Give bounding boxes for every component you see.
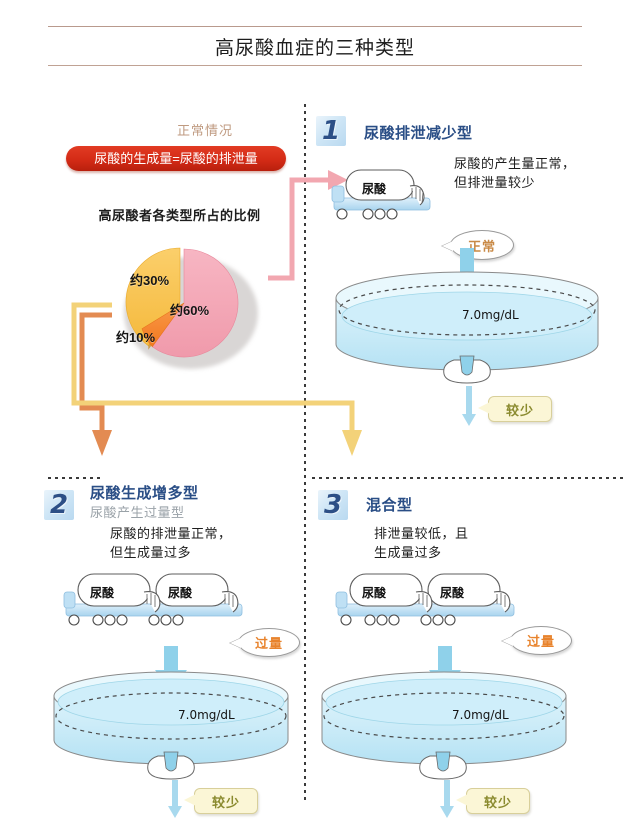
panel-type-1: 1 尿酸排泄减少型 尿酸的产生量正常， 但排泄量较少 尿酸 xyxy=(312,108,624,468)
panel-1-output-bubble-text: 较少 xyxy=(505,402,534,418)
panel-2-output-bubble-tail xyxy=(184,794,196,806)
panel-3-tank xyxy=(321,646,567,780)
panel-3-outflow-arrow xyxy=(440,780,454,818)
panel-3-output-bubble: 较少 xyxy=(466,788,530,814)
panel-1-number-box: 1 xyxy=(316,116,346,146)
panel-1-tank xyxy=(335,248,599,384)
panel-1-input-bubble-text: 正常 xyxy=(467,238,496,254)
panel-2-desc-line1: 尿酸的排泄量正常， xyxy=(110,526,232,541)
panel-type-3: 3 混合型 排泄量较低，且 生成量过多 xyxy=(312,480,624,818)
panel-2-outflow-arrow xyxy=(168,780,182,818)
panel-2-subtitle: 尿酸产生过量型 xyxy=(90,505,185,520)
panel-3-output-bubble-tail xyxy=(456,794,468,806)
panel-3-truck-icon xyxy=(335,573,515,626)
pie-label-30: 约30% xyxy=(130,273,170,288)
pie-chart-caption: 高尿酸者各类型所占的比例 xyxy=(98,208,261,223)
pie-label-10: 约10% xyxy=(116,330,156,345)
normal-equation-pill: 尿酸的生成量=尿酸的排泄量 xyxy=(66,146,286,171)
panel-1-truck-icon xyxy=(331,169,431,220)
panel-3-input-bubble: 过量 xyxy=(510,626,572,655)
normal-case-label: 正常情况 xyxy=(176,123,233,138)
panel-2-input-bubble-tail xyxy=(230,638,241,648)
title-rule-top xyxy=(48,26,582,27)
connector-to-panel-2 xyxy=(79,312,112,456)
panel-1-title: 尿酸排泄减少型 xyxy=(364,125,473,142)
panel-2-input-bubble: 过量 xyxy=(238,628,300,657)
panel-3-output-bubble-text: 较少 xyxy=(483,794,512,810)
panel-3-level-label: 7.0mg/dL xyxy=(452,708,509,722)
panel-3-number: 3 xyxy=(323,490,343,520)
panel-2-number-box: 2 xyxy=(44,490,74,520)
panel-3-number-box: 3 xyxy=(318,490,348,520)
panel-2-tank-label-1: 尿酸 xyxy=(90,586,115,600)
panel-3-input-bubble-tail xyxy=(502,636,513,646)
normal-equation-text: 尿酸的生成量=尿酸的排泄量 xyxy=(94,151,258,166)
panel-3-title: 混合型 xyxy=(366,497,413,514)
panel-3-desc-line1: 排泄量较低，且 xyxy=(374,526,469,541)
panel-1-outflow-arrow xyxy=(462,386,476,426)
title-rule-bottom xyxy=(48,65,582,66)
panel-3-description: 排泄量较低，且 生成量过多 xyxy=(374,524,469,562)
panel-2-level-label: 7.0mg/dL xyxy=(178,708,235,722)
panel-2-output-bubble: 较少 xyxy=(194,788,258,814)
panel-1-output-bubble-tail xyxy=(478,402,490,414)
panel-2-truck-icon xyxy=(63,573,243,626)
panel-2-desc-line2: 但生成量过多 xyxy=(110,545,192,560)
panel-1-tank-label: 尿酸 xyxy=(362,182,387,196)
panel-2-description: 尿酸的排泄量正常， 但生成量过多 xyxy=(110,524,232,562)
panel-1-level-label: 7.0mg/dL xyxy=(462,308,519,322)
panel-3-desc-line2: 生成量过多 xyxy=(374,545,442,560)
page-title-block: 高尿酸血症的三种类型 xyxy=(48,26,582,66)
vertical-divider xyxy=(304,104,306,804)
pie-chart: 约60% 约30% 约10% xyxy=(112,245,282,375)
panel-1-desc-line1: 尿酸的产生量正常， xyxy=(454,156,576,171)
panel-3-input-bubble-text: 过量 xyxy=(526,634,555,649)
panel-2-tank xyxy=(53,646,289,780)
panel-1-input-bubble-tail xyxy=(442,241,453,251)
horizontal-divider-left xyxy=(48,477,100,479)
panel-2-input-bubble-text: 过量 xyxy=(254,636,283,651)
horizontal-divider-right xyxy=(312,477,624,479)
page-title: 高尿酸血症的三种类型 xyxy=(214,38,415,59)
panel-2-title: 尿酸生成增多型 xyxy=(90,485,199,502)
panel-type-2: 2 尿酸生成增多型 尿酸产生过量型 尿酸的排泄量正常， 但生成量过多 xyxy=(40,480,306,818)
panel-1-description: 尿酸的产生量正常， 但排泄量较少 xyxy=(454,154,576,192)
panel-2-output-bubble-text: 较少 xyxy=(211,794,240,810)
panel-1-desc-line2: 但排泄量较少 xyxy=(454,175,536,190)
panel-1-number: 1 xyxy=(321,116,341,146)
panel-2-number: 2 xyxy=(49,490,69,520)
pie-label-60: 约60% xyxy=(170,303,210,318)
panel-2-tank-label-2: 尿酸 xyxy=(168,586,193,600)
panel-1-output-bubble: 较少 xyxy=(488,396,552,422)
panel-3-tank-label-1: 尿酸 xyxy=(362,586,387,600)
panel-3-tank-label-2: 尿酸 xyxy=(440,586,465,600)
